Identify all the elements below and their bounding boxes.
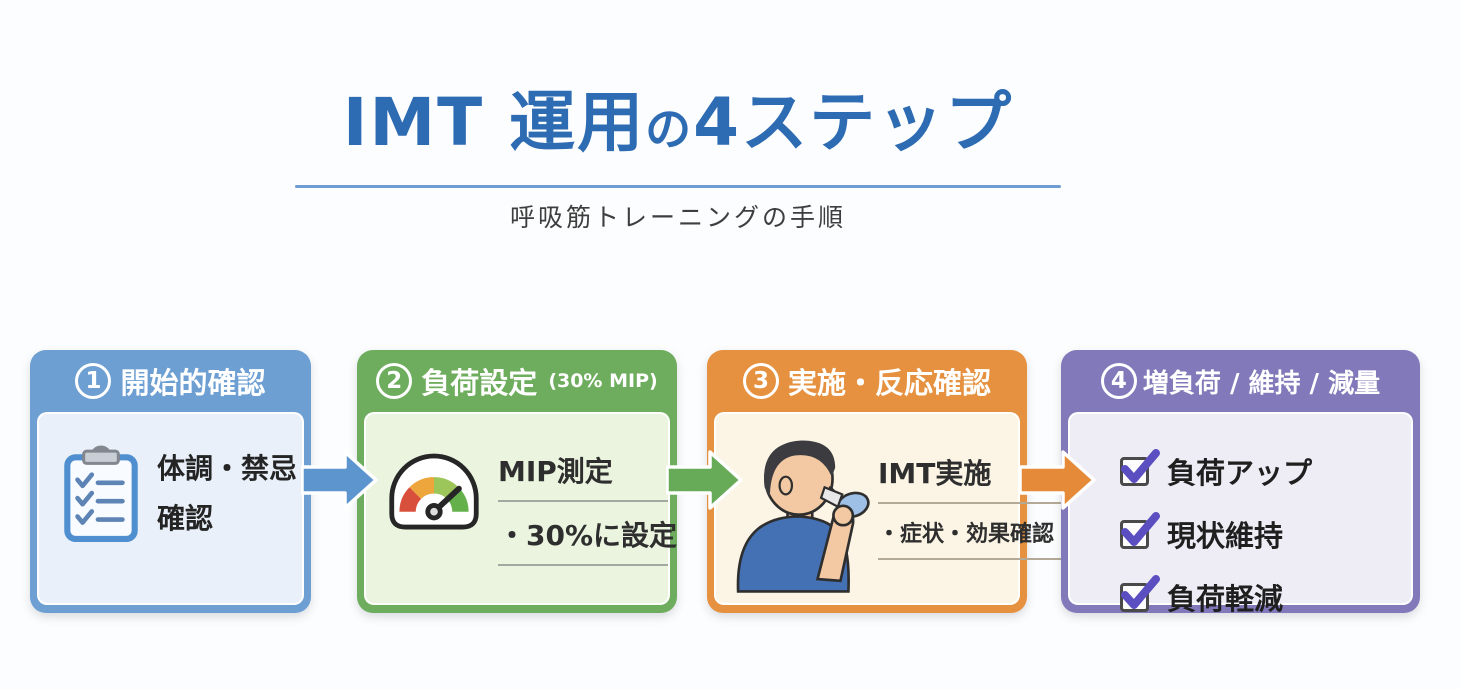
step-3-item-2: ・症状・効果確認 [878,516,1064,560]
block-arrow-right-icon [666,450,743,510]
step-1-header: 1 開始的確認 [30,350,311,412]
step-3-body: IMT実施 ・症状・効果確認 [714,412,1064,605]
step-3-title: 実施・反応確認 [787,366,991,400]
step-4-number-badge: 4 [1100,363,1137,399]
step-1-number-badge: 1 [75,363,112,399]
step-2-title-note: (30% MIP) [548,370,658,392]
step-2-item-1: MIP測定 [498,450,668,502]
step-card-3: 3 実施・反応確認 IMT実施 ・症状・効果確認 [707,350,1064,613]
step-2-title: 負荷設定 [421,366,538,400]
step-4-title: 増負荷 / 維持 / 減量 [1142,368,1381,399]
page-title: IMT 運用の4ステップ [295,78,1061,167]
checkbox-checked-icon [1120,511,1160,549]
block-arrow-right-icon [301,450,378,510]
step-2-header: 2 負荷設定 (30% MIP) [357,350,677,412]
step-2-number-badge: 2 [376,363,413,399]
step-4-check-label-3: 負荷軽減 [1167,582,1284,616]
title-particle: の [645,102,694,156]
gauge-icon [389,453,479,530]
block-arrow-right-icon [1019,450,1096,510]
clipboard-checklist-icon [64,445,138,542]
step-card-1: 1 開始的確認 体調・禁忌 確認 [30,350,311,613]
step-3-number-badge: 3 [742,363,779,399]
step-2-body: MIP測定 ・30%に設定 [364,412,677,605]
step-4-check-label-2: 現状維持 [1167,519,1284,553]
step-3-header: 3 実施・反応確認 [707,350,1027,412]
step-1-body: 体調・禁忌 確認 [37,412,304,605]
checkbox-checked-icon [1120,574,1160,612]
step-4-header: 4 増負荷 / 維持 / 減量 [1061,350,1420,412]
step-2-item-2: ・30%に設定 [498,514,677,566]
step-card-2: 2 負荷設定 (30% MIP) MIP測定 ・30%に設定 [357,350,677,613]
step-4-body: 負荷アップ 現状維持 負荷軽減 [1068,412,1413,616]
step-3-items: IMT実施 ・症状・効果確認 [878,452,1064,603]
step-2-items: MIP測定 ・30%に設定 [498,450,677,603]
title-underline [295,185,1061,188]
checkbox-checked-icon [1120,448,1160,486]
person-inhaler-icon [736,440,870,593]
title-main: IMT 運用 [342,84,646,161]
step-card-4: 4 増負荷 / 維持 / 減量 負荷アップ 現状維持 負荷軽減 [1061,350,1420,616]
step-1-text-line-1: 体調・禁忌 [157,452,298,485]
page-subtitle: 呼吸筋トレーニングの手順 [509,203,846,232]
step-4-check-row-2: 現状維持 [1120,511,1411,555]
title-rest: 4ステップ [693,84,1014,161]
step-3-item-1: IMT実施 [878,452,1064,504]
step-1-text-line-2: 確認 [157,502,214,536]
step-1-text: 体調・禁忌 確認 [157,444,297,603]
page-title-text: IMT 運用の4ステップ [295,78,1061,167]
step-4-check-label-1: 負荷アップ [1167,456,1313,490]
step-1-title: 開始的確認 [120,366,266,400]
step-4-check-row-3: 負荷軽減 [1120,574,1411,618]
step-4-check-row-1: 負荷アップ [1120,448,1411,492]
